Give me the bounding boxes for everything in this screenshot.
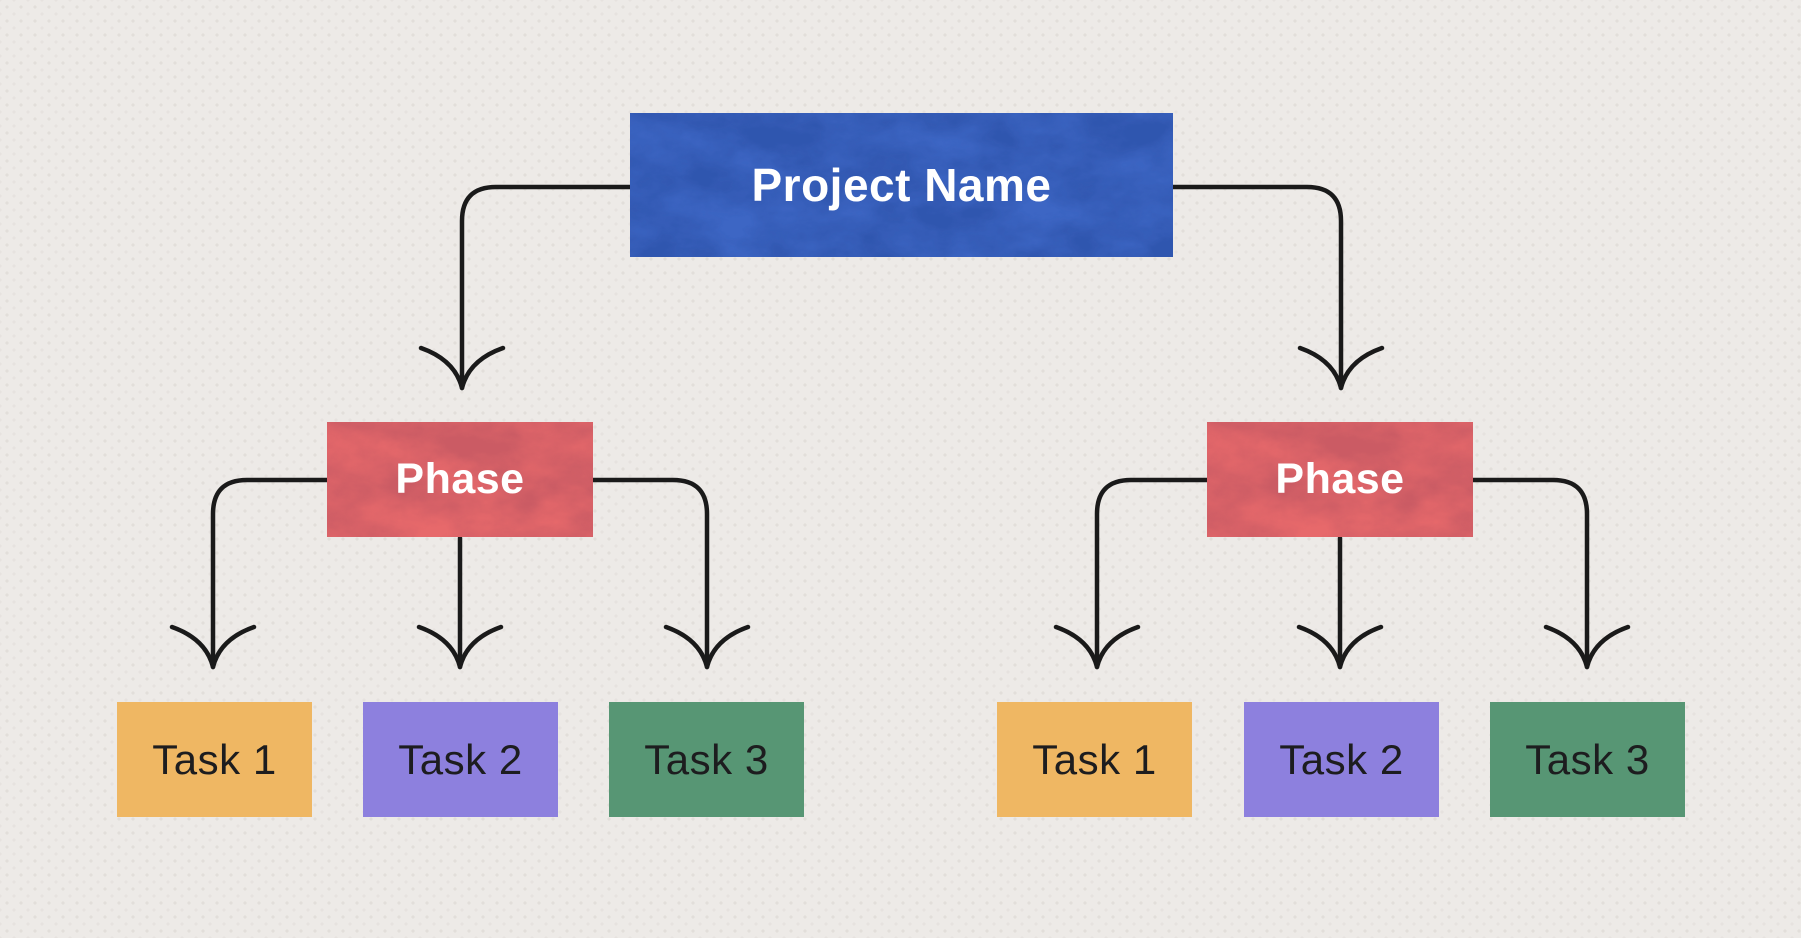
arrowhead-icon [1297, 345, 1385, 391]
connector-group [169, 184, 1631, 670]
phase-node-right: Phase [1207, 422, 1473, 537]
connector-phaseR-task3 [1470, 477, 1590, 670]
node-label: Project Name [751, 159, 1052, 211]
task-node-right-3: Task 3 [1490, 702, 1685, 817]
phase-node-left: Phase [327, 422, 593, 537]
arrowhead-icon [663, 624, 751, 670]
connector-phaseR-task1 [1094, 477, 1210, 670]
arrowhead-icon [1296, 624, 1384, 670]
node-label: Task 1 [1032, 735, 1157, 783]
node-label: Phase [1275, 455, 1405, 503]
connector-phaseL-task3 [590, 477, 710, 670]
task-node-left-2: Task 2 [363, 702, 558, 817]
node-label: Task 3 [1525, 735, 1650, 783]
connector-root-to-phase-right [1170, 184, 1344, 391]
node-label: Phase [395, 455, 525, 503]
project-name-node: Project Name [630, 113, 1173, 257]
node-label: Task 3 [644, 735, 769, 783]
arrowhead-icon [1543, 624, 1631, 670]
arrowhead-icon [169, 624, 257, 670]
arrowhead-icon [416, 624, 504, 670]
node-label: Task 2 [1279, 735, 1404, 783]
task-node-left-1: Task 1 [117, 702, 312, 817]
task-node-left-3: Task 3 [609, 702, 804, 817]
connector-phaseL-task1 [210, 477, 330, 670]
node-label: Task 2 [398, 735, 523, 783]
node-label: Task 1 [152, 735, 277, 783]
arrowhead-icon [1053, 624, 1141, 670]
task-node-right-1: Task 1 [997, 702, 1192, 817]
connector-root-to-phase-left [459, 184, 633, 391]
arrowhead-icon [418, 345, 506, 391]
task-node-right-2: Task 2 [1244, 702, 1439, 817]
